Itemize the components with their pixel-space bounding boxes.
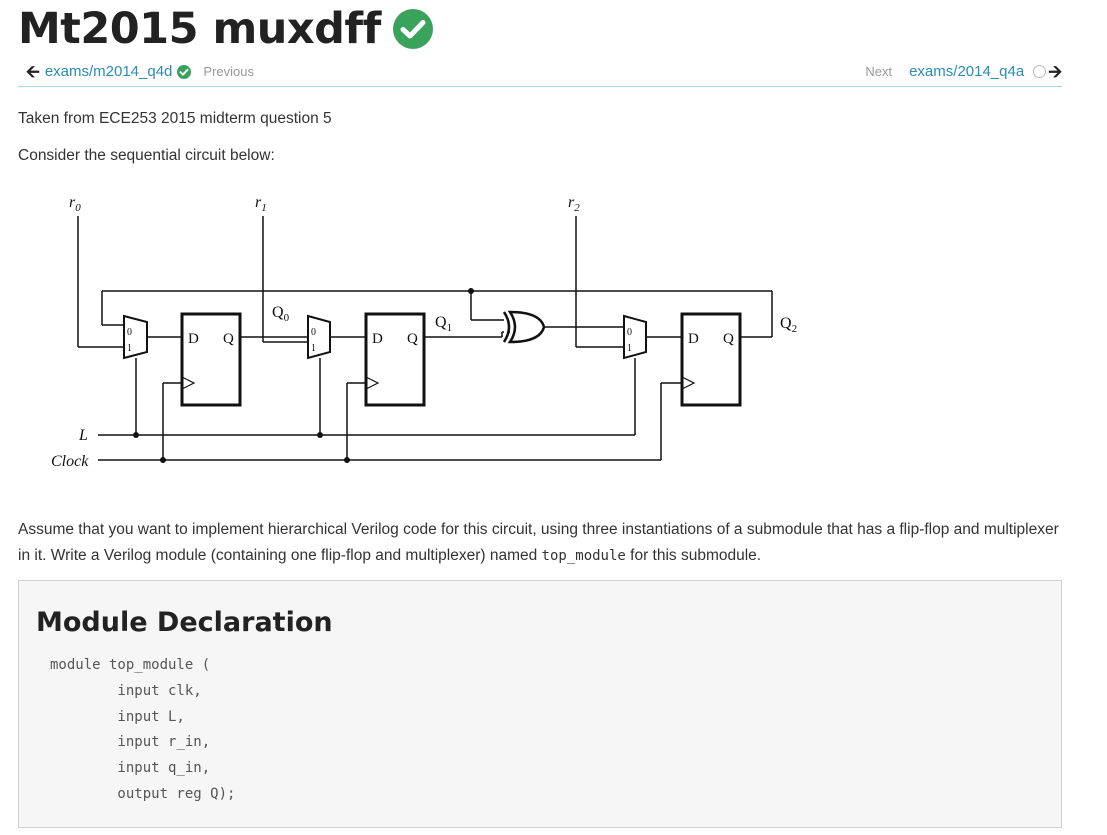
task-text-before: Assume that you want to implement hierar… [18,521,1059,564]
problem-nav: 🡨 exams/m2014_q4d Previous Next exams/20… [18,58,1062,87]
mux-1 [307,314,331,360]
svg-text:0: 0 [627,327,632,338]
svg-text:Q: Q [723,331,734,347]
intro-source-text: Taken from ECE253 2015 midterm question … [18,110,332,127]
title-row: Mt2015 muxdff [18,0,1062,58]
arrow-left-icon[interactable]: 🡨 [26,62,40,81]
svg-text:Clock: Clock [51,453,89,470]
svg-text:r0: r0 [69,194,81,214]
svg-text:Q2: Q2 [780,315,797,335]
svg-text:r2: r2 [568,194,580,214]
task-text-after: for this submodule. [625,547,762,564]
svg-text:Q0: Q0 [272,304,290,324]
check-circle-icon [392,9,433,49]
svg-text:r1: r1 [255,194,267,214]
task-description: Assume that you want to implement hierar… [18,517,1062,569]
svg-text:L: L [78,427,88,444]
prev-caption: Previous [203,64,254,79]
svg-text:D: D [188,331,199,347]
page-title: Mt2015 muxdff [18,4,381,54]
svg-text:0: 0 [127,327,132,338]
prev-nav: 🡨 exams/m2014_q4d Previous [26,63,266,80]
module-heading: Module Declaration [36,607,333,638]
flip-flop-2 [680,312,742,407]
mux-0 [123,314,148,360]
svg-text:1: 1 [127,343,132,354]
prev-problem-link[interactable]: exams/m2014_q4d [44,63,173,80]
flip-flop-0 [180,312,242,407]
flip-flop-1 [364,312,426,407]
svg-text:D: D [688,331,699,347]
svg-text:Q: Q [223,331,234,347]
svg-text:Q: Q [407,331,418,347]
svg-text:Q1: Q1 [435,314,452,334]
module-code: module top_module ( input clk, input L, … [50,657,236,802]
inline-code-top-module: top_module [541,548,626,564]
svg-text:0: 0 [311,327,316,338]
mux-2 [623,314,647,360]
svg-text:1: 1 [627,343,632,354]
svg-text:1: 1 [311,343,316,354]
arrow-right-icon[interactable]: 🡪 [1048,62,1062,81]
module-declaration-box: Module Declaration module top_module ( i… [18,580,1062,828]
next-nav: Next exams/2014_q4a 🡪 [853,63,1062,80]
xor-gate [502,310,546,344]
next-caption: Next [865,64,893,79]
intro-circuit-text: Consider the sequential circuit below: [18,147,275,164]
unsolved-circle-icon [1033,65,1047,78]
solved-check-icon [177,64,192,79]
next-problem-link[interactable]: exams/2014_q4a [909,63,1025,80]
svg-text:D: D [372,331,383,347]
page: Mt2015 muxdff 🡨 exams/m2014_q4d Previous… [18,0,1062,828]
circuit-diagram: r0 r1 r2 Q0 Q1 Q2 D Q D Q D Q 0 1 0 1 0 … [51,194,797,470]
